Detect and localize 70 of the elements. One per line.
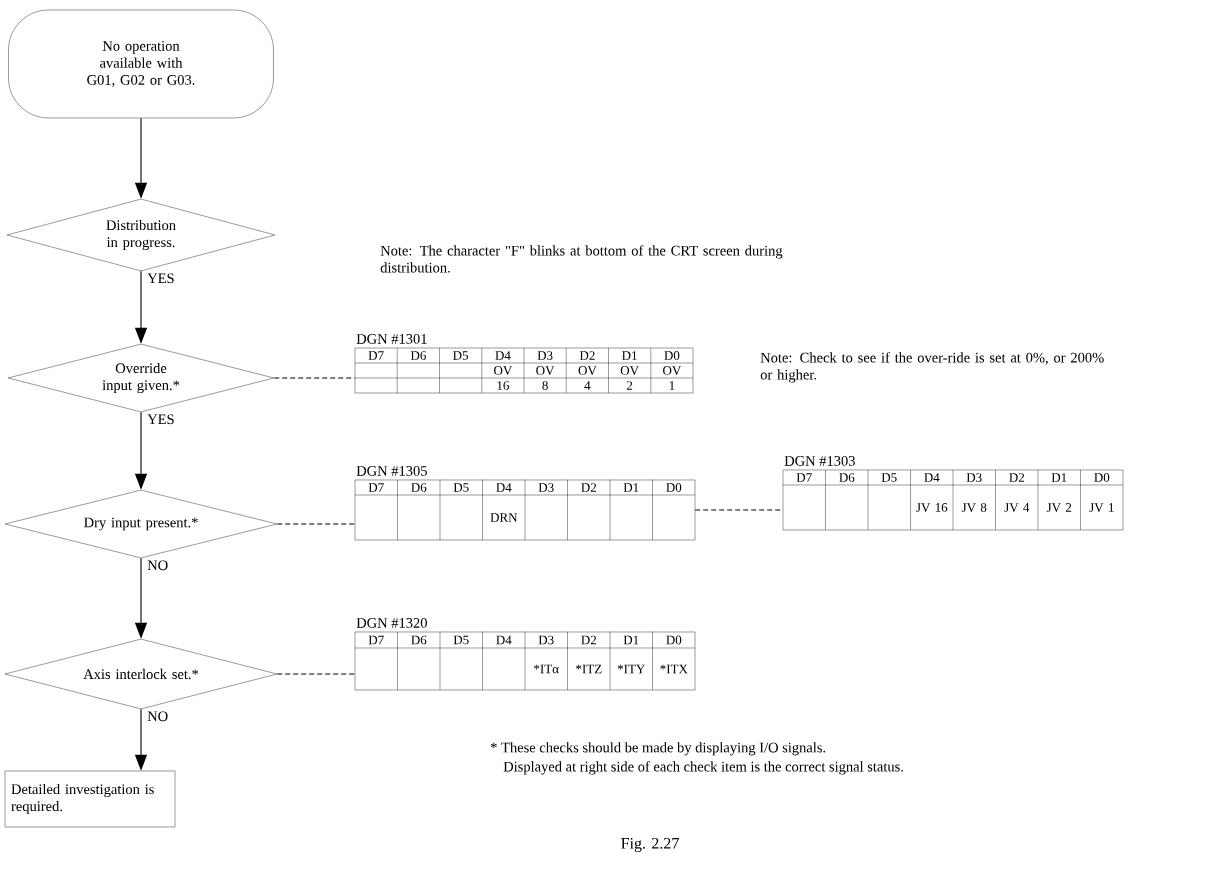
table-cell: D3: [966, 473, 982, 482]
note-text: Displayed at right side of each check item is the correct signal status.: [503, 761, 903, 775]
table-cell: OV: [663, 366, 682, 375]
table-cell: D1: [623, 635, 639, 645]
table-cell: D1: [623, 483, 639, 492]
table-cell: D1: [622, 351, 637, 360]
table-title: DGN #1301: [356, 334, 427, 344]
table-title: DGN #1303: [784, 456, 855, 466]
table-title: DGN #1305: [356, 466, 427, 476]
connector-line: [276, 673, 356, 675]
table-cell: D1: [1051, 473, 1067, 482]
table-cell: D0: [664, 351, 680, 360]
table-cell: D7: [368, 351, 384, 360]
table-cell: 8: [542, 381, 548, 390]
table-cell: D4: [496, 483, 512, 492]
table-cell: D7: [368, 483, 384, 492]
table-cell: D2: [1009, 473, 1025, 482]
figure-caption: Fig. 2.27: [621, 838, 679, 852]
table-cell: D3: [537, 351, 553, 360]
table-cell: D6: [411, 635, 427, 645]
table-cell: OV: [494, 366, 513, 375]
table-cell: JV 4: [1004, 503, 1030, 512]
table-cell: *ITY: [617, 664, 645, 674]
table-cell: D0: [666, 635, 682, 645]
table-cell: D0: [1094, 473, 1110, 482]
table-cell: D6: [839, 473, 855, 482]
table-cell: D5: [453, 351, 469, 360]
table-cell: *ITX: [660, 664, 688, 674]
edge-label: YES: [146, 413, 176, 426]
table-cell: DRN: [490, 513, 518, 522]
table-cell: 16: [497, 381, 509, 390]
table-title: DGN #1320: [356, 618, 427, 628]
table-cell: JV 16: [916, 503, 948, 512]
table-cell: D5: [453, 483, 469, 492]
table-cell: D2: [579, 351, 595, 360]
edge-label: NO: [146, 559, 170, 572]
process-box: Detailed investigation is required.: [4, 770, 176, 828]
table-cell: 4: [584, 381, 591, 390]
note-text: Note: The character "F" blinks at bottom of the CRT screen during distribution.: [380, 245, 783, 273]
table-cell: OV: [620, 366, 639, 375]
table-cell: D5: [453, 635, 469, 645]
table-cell: D4: [924, 473, 940, 482]
table-cell: D6: [411, 483, 427, 492]
edge-label: YES: [146, 272, 176, 285]
table-cell: D7: [796, 473, 812, 482]
table-cell: OV: [536, 366, 555, 375]
note-text: * These checks should be made by displaying I/O signals.: [490, 742, 826, 756]
note-text: Note: Check to see if the over-ride is set at 0%, or 200% or higher.: [760, 352, 1104, 383]
table-cell: D3: [538, 635, 554, 645]
edge-label: NO: [146, 710, 170, 723]
table-cell: *ITα: [534, 664, 559, 674]
table-cell: *ITZ: [576, 664, 602, 674]
table-cell: D4: [496, 635, 512, 645]
connector-line: [276, 523, 356, 525]
table-cell: 2: [626, 381, 633, 390]
connector-line: [273, 377, 356, 379]
table-cell: 1: [669, 381, 675, 390]
table-cell: D6: [410, 351, 426, 360]
table-cell: D2: [581, 483, 597, 492]
table-cell: D5: [881, 473, 897, 482]
table-cell: JV 8: [961, 503, 987, 512]
table-cell: D4: [495, 351, 511, 360]
table-cell: JV 2: [1046, 503, 1072, 512]
table-cell: D7: [368, 635, 384, 645]
table-cell: D3: [538, 483, 554, 492]
table-cell: D2: [581, 635, 597, 645]
table-cell: OV: [578, 366, 597, 375]
start-terminal: No operation available with G01, G02 or G03.: [8, 9, 274, 119]
table-cell: D0: [666, 483, 682, 492]
table-cell: JV 1: [1089, 503, 1114, 512]
